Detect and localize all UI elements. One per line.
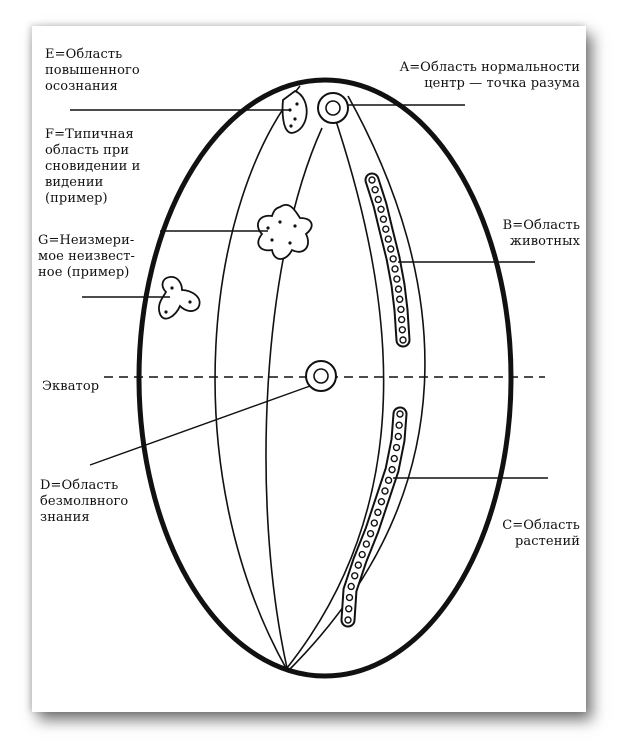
outer-egg [136, 77, 514, 679]
chain-bead [396, 295, 404, 303]
chain-bead [388, 465, 396, 474]
chain-bead [397, 305, 405, 314]
chain-bead [387, 245, 395, 253]
chain-bead [358, 550, 366, 559]
chain-bead [354, 561, 362, 569]
chain-bead [370, 519, 379, 527]
chain-bead [389, 255, 397, 263]
chain-bead [379, 215, 388, 223]
chain-bead [371, 186, 379, 194]
label-b: B=Область животных [502, 218, 580, 249]
chain-bead [399, 336, 407, 344]
region-f-dreaming [257, 204, 313, 260]
chain-bead [392, 443, 401, 452]
region-b-animals-chain [364, 172, 411, 348]
meridian-right-inner [286, 117, 385, 669]
chain-bead [393, 275, 401, 283]
chain-bead [344, 616, 352, 624]
chain-bead [396, 410, 404, 418]
region-d-silent-knowledge [305, 360, 337, 392]
chain-fill [366, 174, 409, 346]
region-e-heightened-awareness [281, 89, 308, 134]
chain-bead [347, 582, 355, 591]
chain-bead [377, 205, 385, 213]
chain-bead [381, 487, 389, 495]
chain-bead [351, 572, 359, 580]
assemblage-point-a [317, 92, 349, 124]
chain-bead [374, 195, 382, 204]
chain-bead [397, 315, 406, 324]
chain-bead [395, 421, 403, 429]
label-a: A=Область нормальности центр — точка раз… [399, 60, 580, 91]
chain-bead [394, 432, 402, 441]
meridian-left-outer [214, 85, 301, 671]
chain-bead [345, 605, 353, 613]
meridian-left-inner [265, 127, 323, 669]
label-f: F=Типичная область при сновидении и виде… [45, 127, 141, 206]
chain-bead [384, 235, 392, 243]
region-g-unknowable [158, 276, 201, 320]
chain-bead [366, 529, 375, 538]
chain-bead [368, 176, 376, 184]
chain-fill [342, 408, 406, 626]
label-c: C=Область растений [502, 518, 580, 549]
chain-bead [391, 265, 399, 273]
chain-bead [382, 225, 390, 233]
chain-bead [377, 497, 386, 506]
label-e: E=Область повышенного осознания [45, 47, 140, 94]
label-d: D=Область безмолвного знания [40, 478, 129, 525]
chain-bead [384, 476, 393, 485]
chain-bead [362, 540, 371, 548]
chain-bead [390, 454, 398, 463]
label-g: G=Неизмери- мое неизвест- ное (пример) [38, 233, 136, 280]
chain-bead [345, 593, 354, 602]
chain-bead [374, 508, 382, 517]
chain-bead [394, 285, 403, 293]
label-equator: Экватор [42, 379, 100, 394]
chain-bead [398, 326, 407, 334]
pointer-line-d [89, 385, 311, 466]
region-c-plants-chain [340, 406, 408, 628]
